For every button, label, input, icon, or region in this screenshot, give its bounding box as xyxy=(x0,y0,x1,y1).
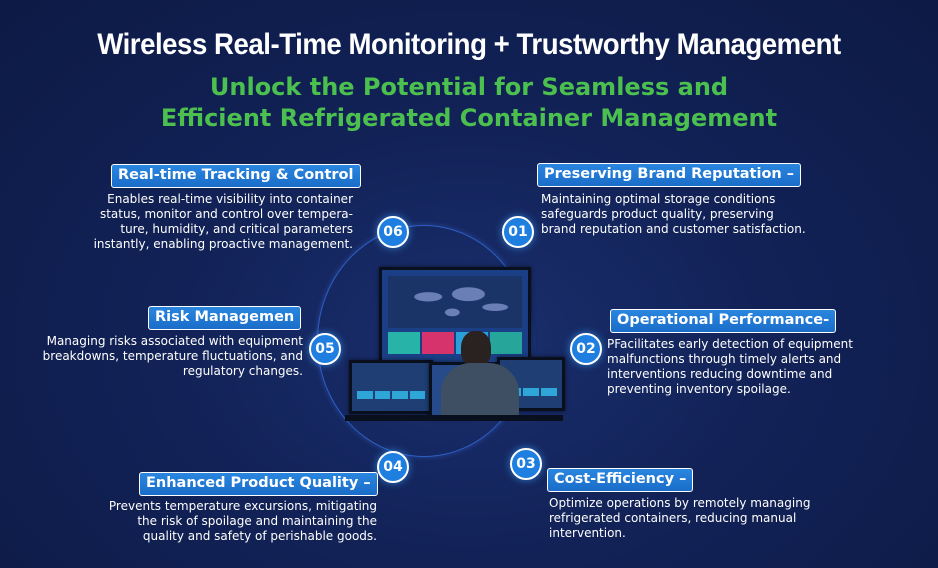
desc-real-time-tracking-control: Enables real-time visibility into contai… xyxy=(93,192,353,251)
desc-cost-efficiency: Optimize operations by remotely managing… xyxy=(549,496,811,540)
badge-03: 03 xyxy=(510,448,542,480)
badge-05: 05 xyxy=(309,333,341,365)
label-real-time-tracking-control: Real-time Tracking & Control xyxy=(111,164,361,188)
page-subtitle: Unlock the Potential for Seamless and Ef… xyxy=(0,72,938,134)
desc-preserving-brand-reputation: Maintaining optimal storage conditions s… xyxy=(541,192,806,236)
label-operational-performance: Operational Performance- xyxy=(610,309,837,333)
label-risk-management: Risk Managemen xyxy=(148,306,302,330)
badge-01: 01 xyxy=(502,216,534,248)
desc-enhanced-product-quality: Prevents temperature excursions, mitigat… xyxy=(108,499,377,543)
badge-02: 02 xyxy=(570,333,602,365)
left-monitor xyxy=(349,360,433,414)
desc-risk-management: Managing risks associated with equipment… xyxy=(42,334,303,378)
label-enhanced-product-quality: Enhanced Product Quality – xyxy=(139,472,378,496)
label-cost-efficiency: Cost-Efficiency – xyxy=(547,468,694,492)
subtitle-line-2: Efficient Refrigerated Container Managem… xyxy=(160,104,778,132)
operator-figure xyxy=(441,331,519,421)
label-preserving-brand-reputation: Preserving Brand Reputation – xyxy=(537,163,802,187)
page-title: Wireless Real-Time Monitoring + Trustwor… xyxy=(97,28,841,61)
subtitle-line-1: Unlock the Potential for Seamless and xyxy=(209,73,729,101)
badge-06: 06 xyxy=(377,216,409,248)
control-room-illustration xyxy=(345,265,565,422)
desc-operational-performance: PFacilitates early detection of equipmen… xyxy=(607,337,853,396)
world-map-display xyxy=(388,276,522,328)
badge-04: 04 xyxy=(377,451,409,483)
desk xyxy=(345,415,563,421)
